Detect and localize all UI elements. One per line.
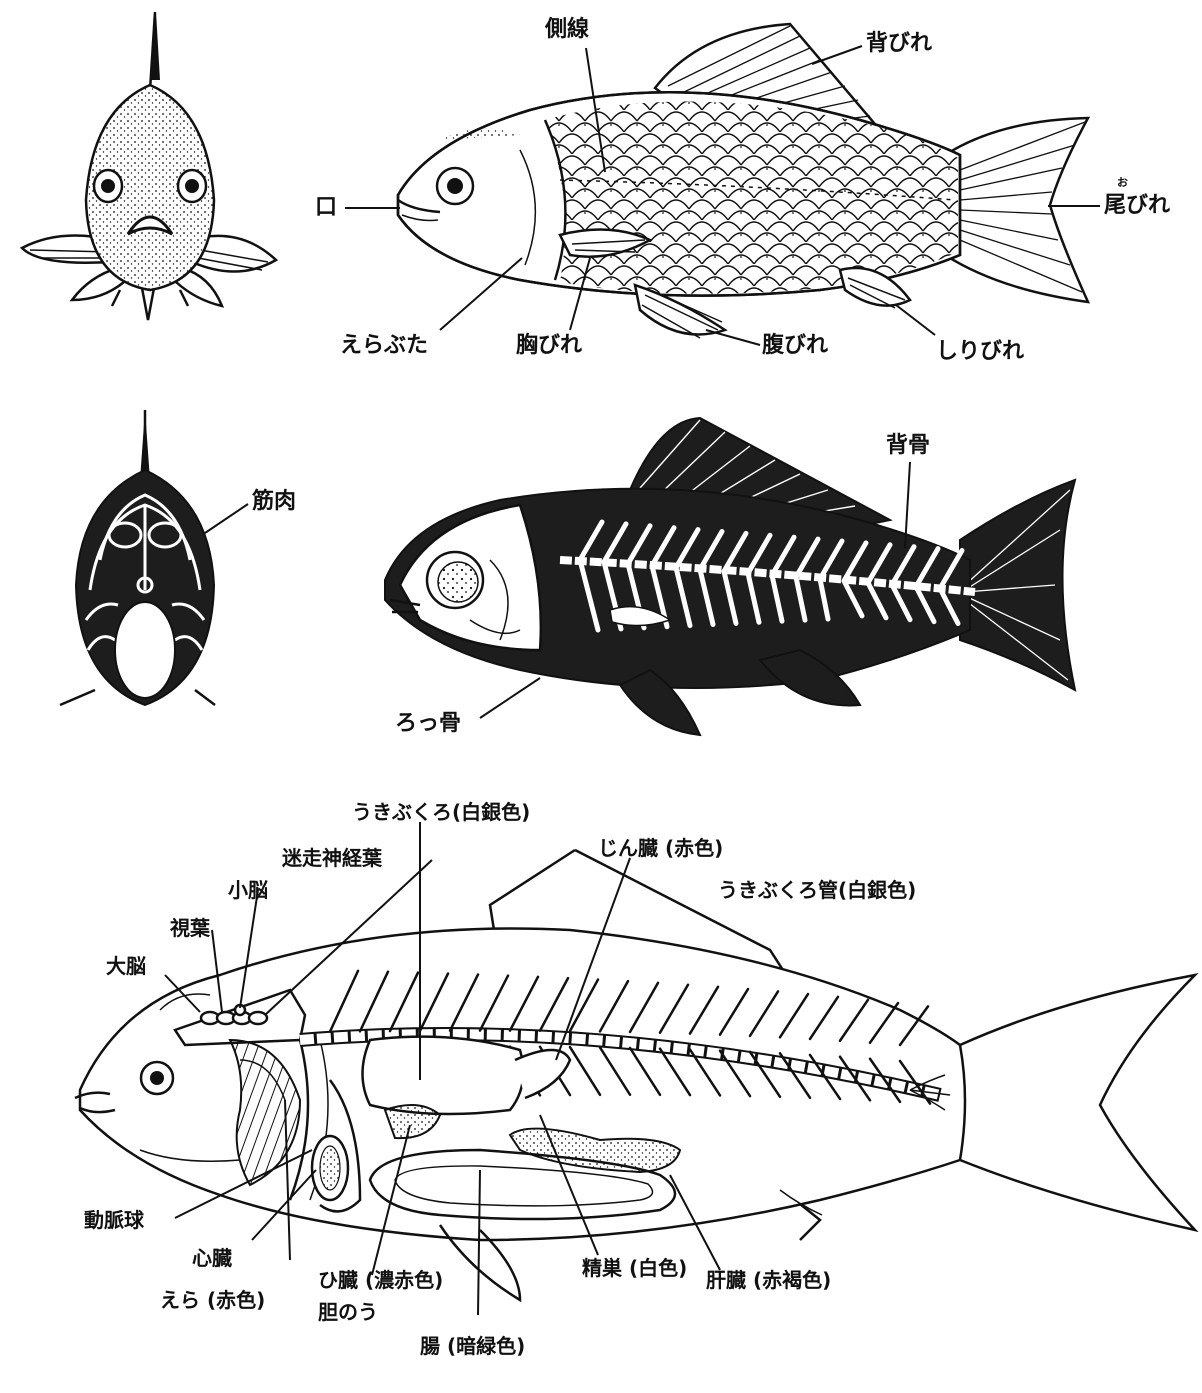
label-intestine: 腸 (暗緑色) [420,1334,525,1358]
label-anal-fin: しりびれ [936,340,1024,364]
label-vagal-lobe: 迷走神経葉 [282,846,382,870]
label-muscle: 筋肉 [252,490,296,514]
label-operculum: えらぶた [340,334,428,358]
label-liver: 肝臓 (赤褐色) [706,1268,831,1292]
cross-section [60,410,215,705]
label-gallbladder: 胆のう [318,1300,378,1324]
label-kidney: じん臓 (赤色) [598,836,723,860]
label-cerebellum: 小脳 [228,878,268,902]
front-view-fish [22,12,276,320]
label-pelvic-fin: 腹びれ [762,334,828,358]
side-view-fish [398,24,1088,338]
label-caudal-fin: 尾びれ [1104,194,1170,218]
swim-bladder [363,1037,524,1114]
label-pectoral-fin: 胸びれ [516,334,582,358]
label-swim-bladder: うきぶくろ(白銀色) [352,800,530,824]
label-backbone: 背骨 [886,434,930,458]
label-lateral-line: 側線 [545,18,589,42]
label-dorsal-fin: 背びれ [866,32,932,56]
label-gills: えら (赤色) [160,1288,265,1312]
label-rib: ろっ骨 [395,712,461,736]
label-swim-bladder-duct: うきぶくろ管(白銀色) [718,878,916,902]
label-optic-lobe: 視葉 [170,916,210,940]
label-mouth: 口 [315,196,337,220]
label-caudal-fin-ruby: お [1117,174,1128,190]
label-cerebrum: 大脳 [106,954,146,978]
internal-anatomy-fish [75,850,1195,1300]
label-spleen: ひ臓 (濃赤色) [318,1268,443,1292]
skeleton-fish [385,418,1075,735]
label-testis: 精巣 (白色) [582,1256,687,1280]
label-heart: 心臓 [192,1246,232,1270]
label-bulbus-arteriosus: 動脈球 [84,1208,144,1232]
